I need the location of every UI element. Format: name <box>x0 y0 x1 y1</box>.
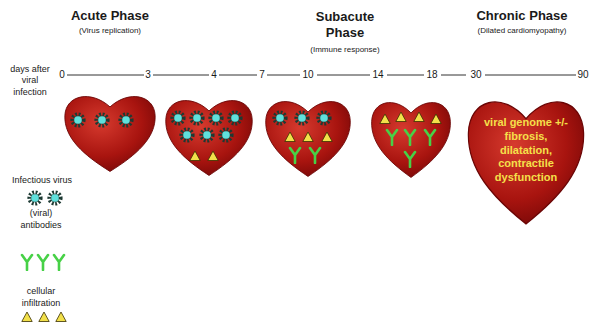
day-number: 3 <box>138 69 158 81</box>
legend-text: (viral) antibodies <box>8 208 74 231</box>
label-box: Chronic Phase <box>462 9 582 24</box>
day-number: 0 <box>52 69 72 81</box>
heart <box>65 97 451 178</box>
label-box: (Immune response) <box>285 45 405 54</box>
legend-text: Infectious virus <box>2 175 82 187</box>
phase-note: (Virus replication) <box>50 26 170 35</box>
day-number: 4 <box>204 69 224 81</box>
day-number: 10 <box>297 69 319 81</box>
phase-note: (Dilated cardiomyopathy) <box>457 26 587 35</box>
cell-triangle <box>22 112 441 322</box>
label-box: 30 <box>465 69 487 81</box>
timeline-axis <box>67 75 576 76</box>
label-box: (Virus replication) <box>50 26 170 35</box>
phase-heading: Chronic Phase <box>462 9 582 24</box>
day-number: 90 <box>575 69 591 81</box>
legend-entry: cellular infiltration <box>8 286 74 309</box>
heart-text: viral genome +/- fibrosis, dilatation, c… <box>479 116 573 185</box>
label-box: 14 <box>367 69 389 81</box>
label-box: days after viral infection <box>4 64 56 98</box>
label-box: 18 <box>421 69 443 81</box>
heart-node: viral genome +/- fibrosis, dilatation, c… <box>466 88 586 228</box>
label-box: Subacute Phase <box>305 9 385 42</box>
label-box: Acute Phase <box>50 9 170 24</box>
label-box: 3 <box>138 69 158 81</box>
phase-heading: Acute Phase <box>50 9 170 24</box>
label-box: 10 <box>297 69 319 81</box>
day-number: 30 <box>465 69 487 81</box>
label-box: 4 <box>204 69 224 81</box>
label-box: (Dilated cardiomyopathy) <box>457 26 587 35</box>
virus-symbol <box>29 112 329 203</box>
label-box: 7 <box>252 69 272 81</box>
legend-entry: (viral) antibodies <box>8 208 74 231</box>
label-box: 90 <box>575 69 591 81</box>
antibody-symbol <box>22 130 435 270</box>
phase-note: (Immune response) <box>285 45 405 54</box>
legend-text: cellular infiltration <box>8 286 74 309</box>
legend-entry: Infectious virus <box>2 175 82 187</box>
phase-note: days after viral infection <box>4 64 56 98</box>
day-number: 14 <box>367 69 389 81</box>
phase-heading: Subacute Phase <box>305 9 385 42</box>
day-number: 18 <box>421 69 443 81</box>
day-number: 7 <box>252 69 272 81</box>
label-box: 0 <box>52 69 72 81</box>
